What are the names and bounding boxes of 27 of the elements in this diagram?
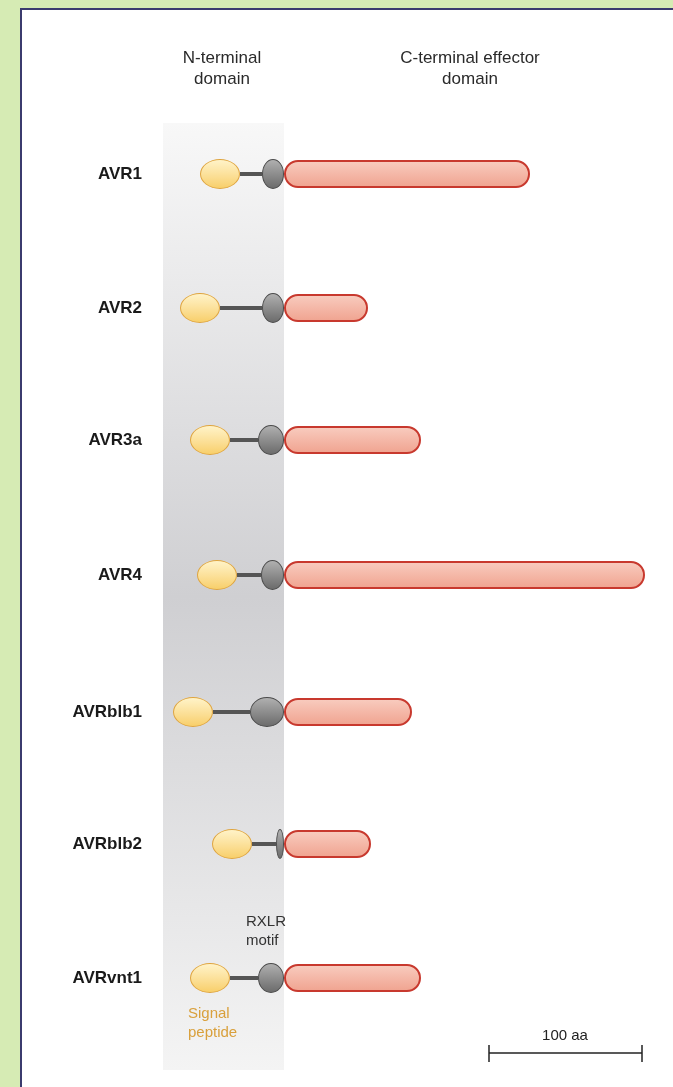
protein-name: AVRblb2 [71,833,142,855]
protein-name: AVR4 [96,564,142,586]
scale-bar-label: 100 aa [541,1025,589,1045]
linker-line [213,710,250,714]
column-heading: C-terminal effector domain [399,47,541,89]
effector-domain-bar [284,561,645,589]
protein-name: AVRvnt1 [71,967,142,989]
effector-domain-bar [284,426,421,454]
protein-name: AVR3a [87,429,142,451]
signal-peptide-label: Signal peptide [188,1003,239,1041]
domain-oval [276,829,284,859]
column-heading: N-terminal domain [181,47,263,89]
effector-domain-bar [284,830,371,858]
protein-name: AVRblb1 [71,701,142,723]
linker-line [240,172,262,176]
linker-line [237,573,261,577]
linker-line [252,842,276,846]
motif-label: RXLR motif [246,911,287,949]
linker-line [230,438,258,442]
linker-line [220,306,262,310]
effector-domain-bar [284,698,412,726]
protein-name: AVR2 [96,297,142,319]
effector-domain-bar [284,294,368,322]
effector-domain-bar [284,964,421,992]
protein-name: AVR1 [96,163,142,185]
linker-line [230,976,258,980]
effector-domain-bar [284,160,530,188]
